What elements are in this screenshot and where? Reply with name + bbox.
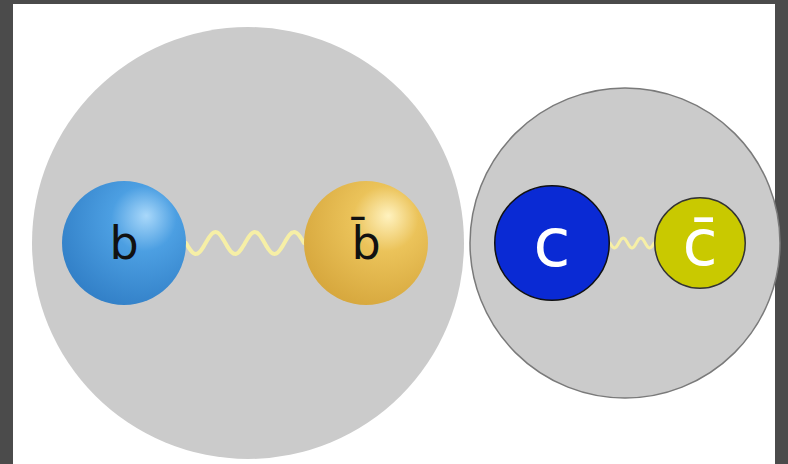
quark-sphere: b: [62, 181, 186, 305]
node-label-box: b̄: [304, 181, 428, 305]
node-circle: [304, 181, 428, 305]
node-circle: [62, 181, 186, 305]
charmonium-meson: [470, 88, 780, 398]
node-label-box: c: [494, 185, 610, 301]
antiquark-circle: c̄: [654, 197, 746, 289]
gluon-line: [186, 232, 304, 254]
particle-symbol: b: [109, 220, 138, 266]
antiquark-sphere: b̄: [304, 181, 428, 305]
node-label-box: c̄: [654, 197, 746, 289]
quark-circle: c: [494, 185, 610, 301]
particle-symbol: c̄: [682, 211, 717, 275]
white-panel: [13, 4, 775, 464]
particle-symbol: b̄: [351, 220, 380, 266]
gluon-line: [610, 238, 654, 248]
node-circle: [495, 186, 610, 301]
particle-symbol: c: [533, 209, 570, 277]
bottomonium-meson: [32, 27, 464, 459]
node-label-box: b: [62, 181, 186, 305]
node-circle: [655, 198, 746, 289]
